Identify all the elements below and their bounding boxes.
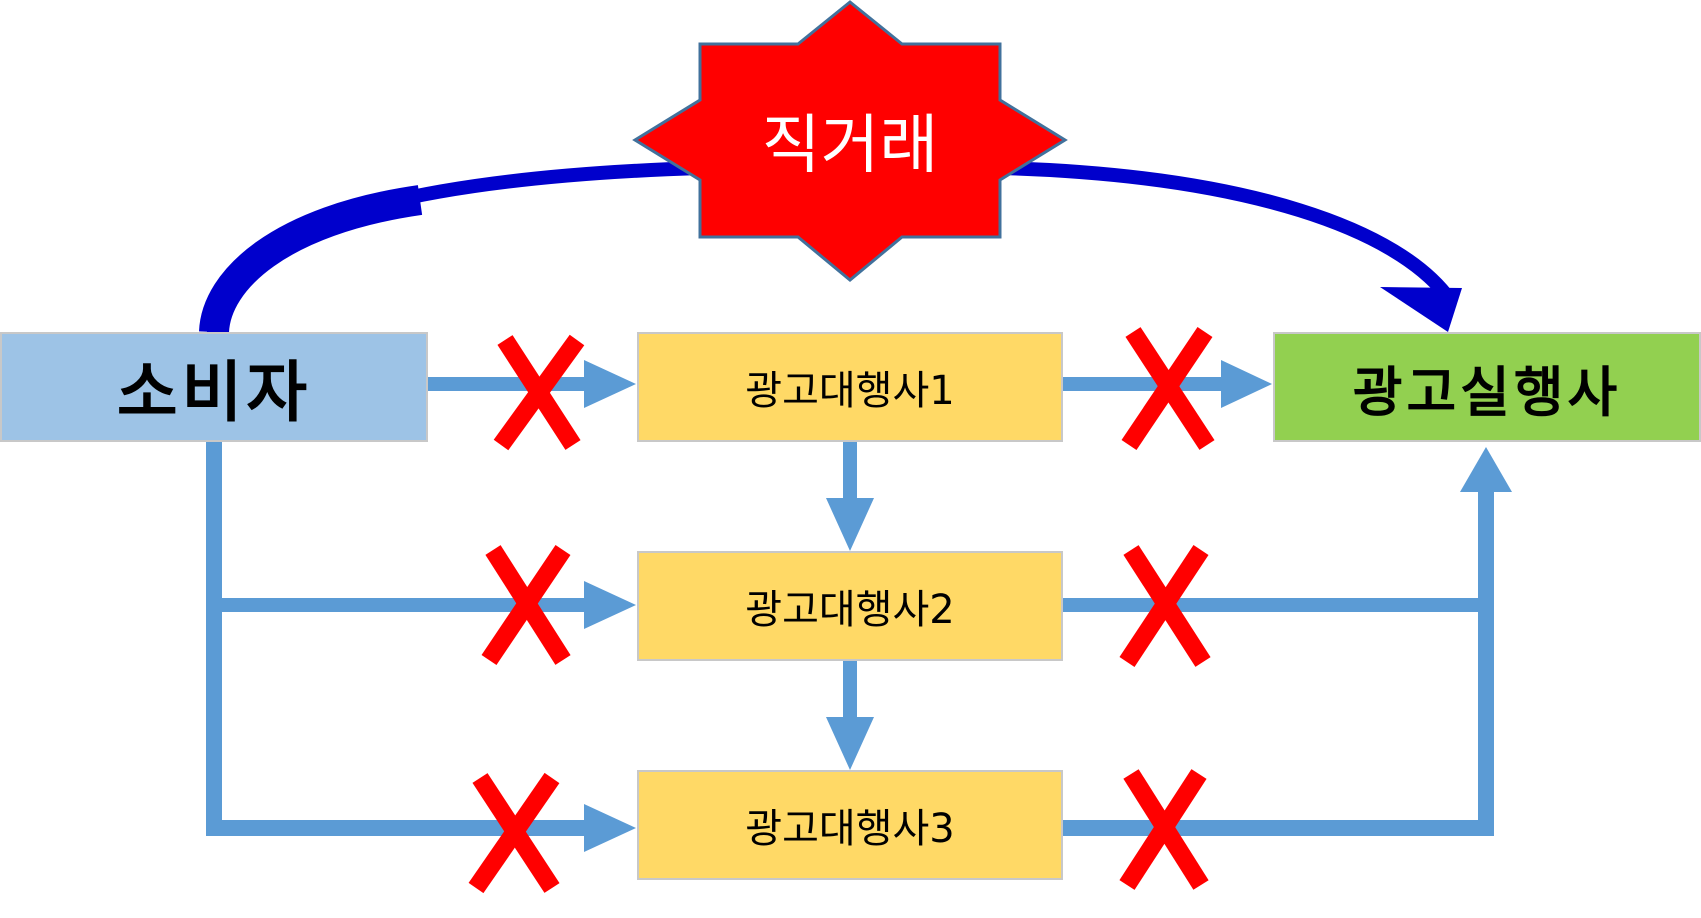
direct-trade-arrow-tail <box>199 185 423 334</box>
agency-box-3: 광고대행사3 <box>637 770 1063 880</box>
arrow-shaft <box>206 820 584 836</box>
blocked-cross <box>468 772 560 894</box>
arrowhead <box>826 717 874 770</box>
arrow-shaft <box>424 377 584 391</box>
arrow-shaft <box>1063 820 1491 836</box>
blocked-cross <box>1119 769 1209 890</box>
blocked-cross <box>1119 545 1211 667</box>
arrowhead <box>826 498 874 551</box>
blocked-cross <box>481 544 571 666</box>
arrow-shaft <box>1063 598 1491 612</box>
arrow-shaft <box>843 442 857 498</box>
connector-line <box>206 442 222 836</box>
direct-trade-label: 직거래 <box>761 109 939 183</box>
direct-trade-star <box>632 0 1068 282</box>
arrowhead <box>1221 360 1272 408</box>
agency-box-1: 광고대행사1 <box>637 332 1063 442</box>
agency-label: 광고대행사3 <box>745 806 955 852</box>
agency-box-2: 광고대행사2 <box>637 551 1063 661</box>
arrowhead <box>584 360 636 408</box>
connector-line <box>1478 490 1494 836</box>
blocked-cross <box>493 334 585 451</box>
consumer-box: 소비자 <box>0 332 428 442</box>
agency-label: 광고대행사2 <box>745 587 955 633</box>
executor-box: 광고실행사 <box>1273 332 1701 442</box>
arrow-shaft <box>843 660 857 718</box>
consumer-label: 소비자 <box>116 354 312 431</box>
arrow-shaft <box>222 598 584 612</box>
arrowhead <box>584 804 636 852</box>
blocked-cross <box>1121 326 1215 451</box>
arrowhead <box>1460 447 1512 492</box>
direct-trade-arrowhead <box>1380 287 1462 332</box>
agency-label: 광고대행사1 <box>745 368 955 414</box>
arrowhead <box>584 581 636 629</box>
arrow-shaft <box>1063 377 1233 391</box>
executor-label: 광고실행사 <box>1352 360 1622 424</box>
